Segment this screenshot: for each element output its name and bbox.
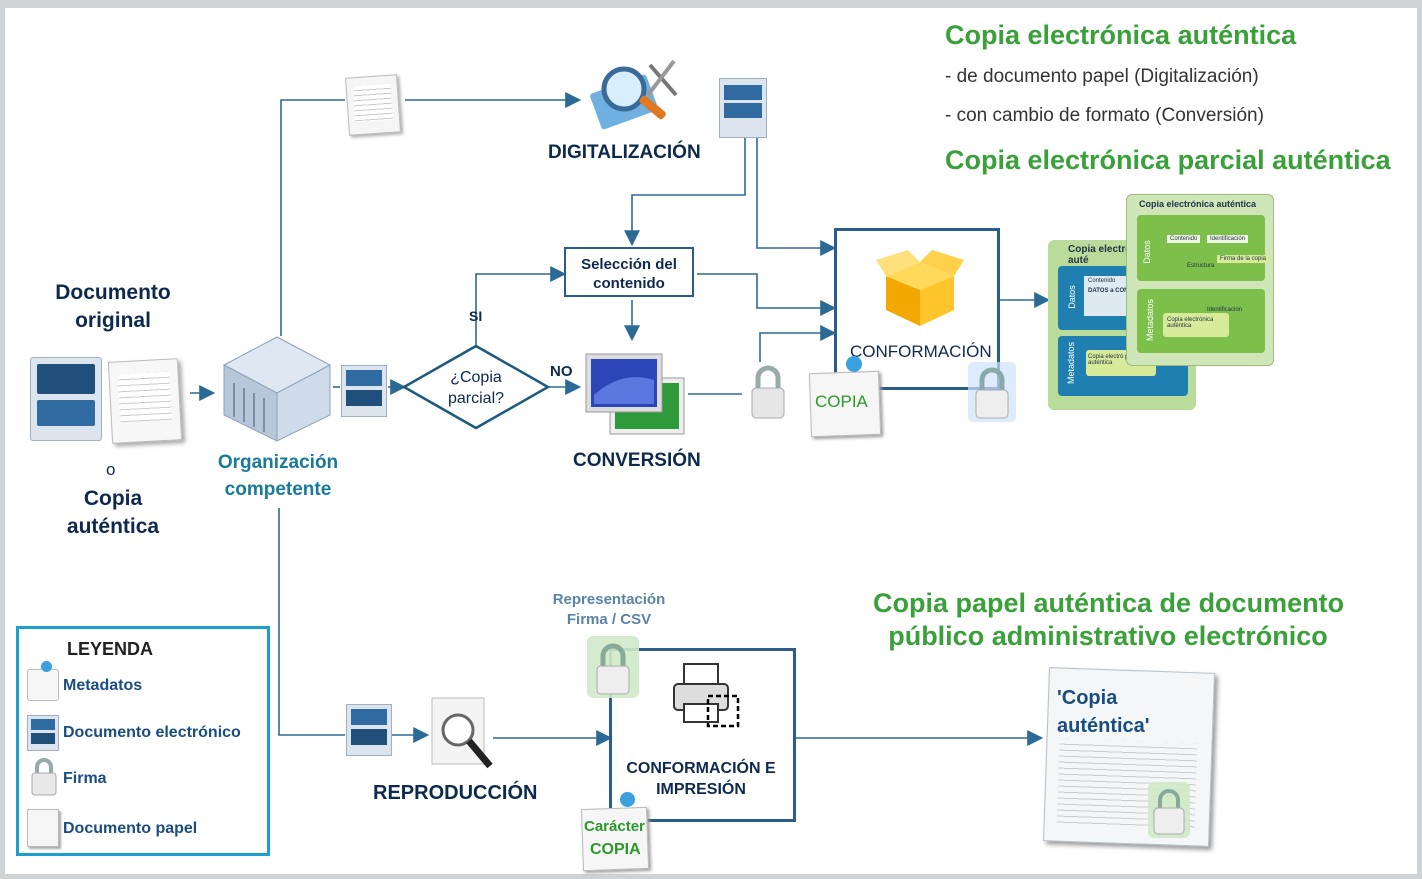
paper-copy-title-line1: Copia papel auténtica de documento xyxy=(873,588,1345,618)
print-line2: IMPRESIÓN xyxy=(656,781,746,798)
paper-document-icon xyxy=(107,358,183,444)
authentic-card-item: Contenido xyxy=(1167,235,1201,243)
digitalization-label: DIGITALIZACIÓN xyxy=(548,142,701,163)
copy-line2: auténtica xyxy=(66,515,160,538)
authentic-card-metadatos: Metadatos xyxy=(1145,298,1156,342)
paper-document-icon xyxy=(345,74,401,136)
reproduction-label: REPRODUCCIÓN xyxy=(373,782,538,804)
building-icon xyxy=(222,335,332,445)
no-label: NO xyxy=(550,363,573,380)
decision-diamond xyxy=(401,344,551,430)
authentic-card-item: Firma de la copia xyxy=(1217,255,1270,263)
electronic-document-icon xyxy=(719,78,767,138)
or-label: o xyxy=(106,460,116,479)
partial-copy-title: Copia electrónica parcial auténtica xyxy=(945,145,1391,175)
electronic-document-icon xyxy=(346,704,392,756)
lock-icon xyxy=(1148,782,1190,838)
decision-label: ¿Copia parcial? xyxy=(432,367,520,409)
copy-stamp-label: COPIA xyxy=(815,392,868,411)
decision-line1: ¿Copia xyxy=(450,369,502,386)
lock-icon xyxy=(29,755,59,797)
bullet-conversion: - con cambio de formato (Conversión) xyxy=(945,105,1264,126)
authentic-card-item: Identificación xyxy=(1207,235,1249,243)
pin-icon xyxy=(620,792,635,807)
decision-line2: parcial? xyxy=(447,390,505,407)
paper-copy-line2: auténtica' xyxy=(1057,715,1150,737)
yes-label: SI xyxy=(469,308,483,324)
partial-card-item: DATOS a CONTENIDO xyxy=(1088,288,1152,294)
lock-icon xyxy=(968,362,1016,422)
legend-box: LEYENDA Metadatos Documento electrónico … xyxy=(16,626,270,856)
metadata-note-icon xyxy=(27,669,59,701)
conversion-label: CONVERSIÓN xyxy=(573,450,701,471)
package-box-icon xyxy=(876,246,964,328)
authentic-card-datos: Datos xyxy=(1141,240,1152,264)
copy-stamp-label: COPIA xyxy=(590,841,641,858)
metadata-note-icon xyxy=(580,806,650,872)
authentic-card-item: Identificación xyxy=(1207,307,1243,313)
selection-line1: Selección del xyxy=(581,256,677,273)
representation-line1: Representación xyxy=(552,591,666,608)
printer-icon xyxy=(670,660,742,730)
partial-card-title: Copia electró auté xyxy=(1068,244,1132,266)
partial-card-datos: Datos xyxy=(1066,285,1077,309)
partial-card-metadatos: Metadatos xyxy=(1066,341,1077,385)
scan-magnifier-icon xyxy=(588,55,680,133)
org-line1: Organización xyxy=(217,452,339,473)
magnifier-document-icon xyxy=(430,696,496,770)
authentic-card-item: Estructura xyxy=(1187,263,1215,269)
electronic-document-icon xyxy=(30,357,102,441)
electronic-document-icon xyxy=(341,365,387,417)
representation-line2: Firma / CSV xyxy=(566,611,652,628)
authentic-copy-card: Copia electrónica auténtica Datos Conten… xyxy=(1126,194,1274,366)
partial-card-item: Copia electró parcial auténtica xyxy=(1088,354,1143,366)
copy-line1: Copia xyxy=(83,487,143,510)
paper-copy-line1: 'Copia xyxy=(1057,687,1118,709)
print-conformation-label: CONFORMACIÓN E IMPRESIÓN xyxy=(612,758,790,800)
bullet-digitalization: - de documento papel (Digitalización) xyxy=(945,66,1259,87)
original-line1: Documento xyxy=(55,281,171,304)
representation-label: Representación Firma / CSV xyxy=(530,590,688,630)
original-document-label: Documento original xyxy=(50,279,176,335)
authentic-card-title: Copia electrónica auténtica xyxy=(1139,199,1257,209)
legend-title: LEYENDA xyxy=(67,639,154,659)
legend-item-metadata: Metadatos xyxy=(63,677,143,694)
paper-copy-label: 'Copia auténtica' xyxy=(1057,684,1150,740)
organization-label: Organización competente xyxy=(205,449,351,503)
lock-icon xyxy=(587,636,639,698)
character-label: Carácter xyxy=(584,818,645,835)
pin-icon xyxy=(41,661,52,672)
content-selection-box: Selección del contenido xyxy=(564,247,694,297)
pin-icon xyxy=(846,356,862,372)
org-line2: competente xyxy=(224,479,332,500)
electronic-document-icon xyxy=(27,715,59,751)
conversion-screens-icon xyxy=(582,350,688,438)
paper-document-icon xyxy=(27,809,59,847)
authentic-card-item: Copia electrónica auténtica xyxy=(1167,317,1214,329)
lock-icon xyxy=(748,362,788,420)
partial-card-item: Contenido xyxy=(1088,278,1116,284)
legend-item-electronic-document: Documento electrónico xyxy=(63,724,241,741)
original-line2: original xyxy=(75,309,151,332)
print-line1: CONFORMACIÓN E xyxy=(626,760,776,777)
legend-item-signature: Firma xyxy=(63,770,107,787)
authentic-copy-label: Copia auténtica xyxy=(50,485,176,541)
electronic-copy-title: Copia electrónica auténtica xyxy=(945,20,1297,50)
legend-item-paper-document: Documento papel xyxy=(63,820,198,837)
selection-line2: contenido xyxy=(593,275,665,292)
paper-copy-title-line2: público administrativo electrónico xyxy=(888,621,1328,651)
conformation-label: CONFORMACIÓN xyxy=(850,342,992,361)
